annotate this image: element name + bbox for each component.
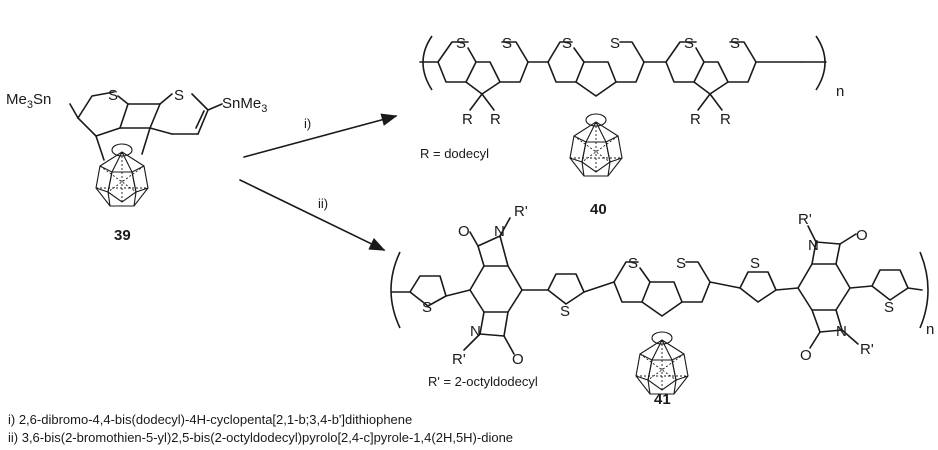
condition-ii: ii) 3,6-bis(2-bromothien-5-yl)2,5-bis(2-…: [8, 430, 514, 445]
sulfur-label: S: [560, 303, 570, 320]
step-i-label: i): [304, 116, 311, 131]
tin-group-label: Me3Sn: [6, 91, 51, 111]
r-prime-label: R': [514, 203, 528, 220]
repeat-index: n: [836, 83, 844, 100]
compound-39: S S Me3Sn SnMe3 39: [6, 87, 267, 244]
step-ii-label: ii): [318, 196, 328, 211]
oxygen-label: O: [800, 347, 812, 364]
nitrogen-label: N: [494, 223, 505, 240]
r-group-label: R: [490, 111, 501, 128]
r-definition: R = dodecyl: [420, 146, 489, 161]
oxygen-label: O: [458, 223, 470, 240]
sulfur-label: S: [750, 255, 760, 272]
sulfur-label: S: [422, 299, 432, 316]
nitrogen-label: N: [836, 323, 847, 340]
sulfur-label: S: [456, 35, 466, 52]
r-group-label: R: [690, 111, 701, 128]
tin-group-label: SnMe3: [222, 95, 267, 115]
sulfur-label: S: [730, 35, 740, 52]
sulfur-label: S: [174, 87, 184, 104]
sulfur-label: S: [502, 35, 512, 52]
compound-number-39: 39: [114, 227, 131, 244]
sulfur-label: S: [562, 35, 572, 52]
r-prime-label: R': [798, 211, 812, 228]
r-group-label: R: [462, 111, 473, 128]
r-group-label: R: [720, 111, 731, 128]
compound-number-41: 41: [654, 391, 671, 408]
reaction-arrow-ii: [239, 179, 386, 251]
reaction-arrow-i: [243, 113, 398, 158]
sulfur-label: S: [684, 35, 694, 52]
sulfur-label: S: [884, 299, 894, 316]
r-prime-label: R': [452, 351, 466, 368]
sulfur-label: S: [628, 255, 638, 272]
polymer-40: n S S R R S S S S R R R = dodec: [419, 35, 844, 218]
sulfur-label: S: [108, 87, 118, 104]
oxygen-label: O: [856, 227, 868, 244]
repeat-index: n: [926, 321, 934, 338]
oxygen-label: O: [512, 351, 524, 368]
condition-i: i) 2,6-dibromo-4,4-bis(dodecyl)-4H-cyclo…: [8, 412, 413, 427]
nitrogen-label: N: [808, 237, 819, 254]
sulfur-label: S: [610, 35, 620, 52]
r-prime-definition: R' = 2-octyldodecyl: [428, 374, 538, 389]
compound-number-40: 40: [590, 201, 607, 218]
polymer-41: n S O N R' N O R' S S S: [390, 203, 934, 408]
sulfur-label: S: [676, 255, 686, 272]
nitrogen-label: N: [470, 323, 481, 340]
r-prime-label: R': [860, 341, 874, 358]
